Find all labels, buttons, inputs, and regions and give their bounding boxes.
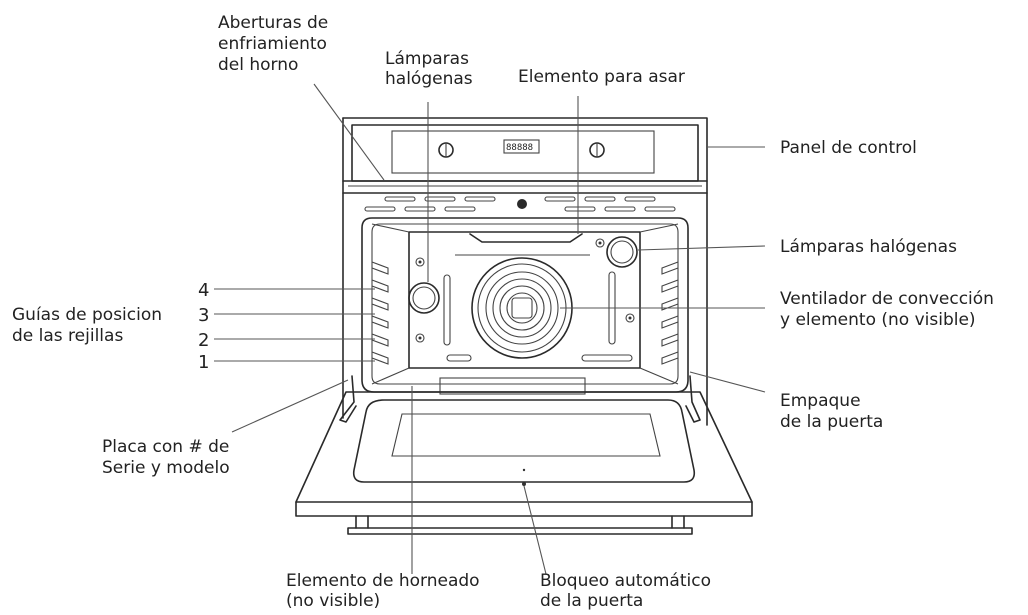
label-bake-line2: (no visible)	[286, 591, 380, 611]
label-door-lock-line1: Bloqueo automático	[540, 571, 711, 591]
rack-position-4: 4	[198, 280, 209, 301]
door-lock	[522, 482, 526, 486]
cavity-screws	[415, 238, 635, 343]
rack-position-2: 2	[198, 330, 209, 351]
label-bake-line1: Elemento de horneado	[286, 571, 480, 591]
oven-door	[295, 391, 753, 517]
label-halogen-right: Lámparas halógenas	[780, 237, 957, 257]
label-gasket-line1: Empaque	[780, 391, 861, 411]
labels: Aberturas de enfriamiento del horno Lámp…	[12, 13, 994, 611]
halogen-lamp-right	[606, 236, 638, 268]
label-rack-guides-line1: Guías de posicion	[12, 305, 162, 325]
control-panel: 88888	[438, 139, 605, 158]
halogen-lamp-left	[408, 282, 440, 314]
right-knob	[589, 142, 605, 158]
label-vents-line3: del horno	[218, 55, 298, 75]
door-latch-hole	[517, 199, 527, 209]
rack-guides-right	[661, 261, 679, 365]
leader-halogen-right	[637, 245, 766, 251]
label-control-panel: Panel de control	[780, 138, 917, 158]
bake-element-cover	[439, 377, 586, 395]
broil-element	[455, 233, 590, 256]
leader-serial-plate	[231, 379, 349, 433]
leader-gasket	[689, 371, 766, 393]
door-hinges	[339, 375, 701, 423]
label-door-lock-line2: de la puerta	[540, 591, 643, 611]
display-readout: 88888	[506, 143, 533, 153]
label-fan-line1: Ventilador de convección	[780, 289, 994, 309]
rack-guides-left	[371, 261, 389, 365]
oven-display	[503, 139, 540, 154]
rack-position-1: 1	[198, 352, 209, 373]
oven-cabinet	[342, 117, 708, 426]
leader-vents	[313, 83, 385, 181]
rack-position-3: 3	[198, 305, 209, 326]
leader-lines	[214, 83, 766, 575]
oven-cavity	[361, 217, 689, 393]
label-serial-plate-line1: Placa con # de	[102, 437, 229, 457]
label-broil: Elemento para asar	[518, 67, 685, 87]
label-gasket-line2: de la puerta	[780, 412, 883, 432]
label-vents-line1: Aberturas de	[218, 13, 328, 33]
oven-base	[347, 515, 693, 535]
label-fan-line2: y elemento (no visible)	[780, 310, 976, 330]
label-rack-guides-line2: de las rejillas	[12, 326, 123, 346]
convection-fan	[471, 257, 573, 359]
label-vents-line2: enfriamiento	[218, 34, 327, 54]
cooling-vents	[364, 196, 676, 212]
label-halogen-top-line2: halógenas	[385, 69, 473, 89]
label-halogen-top-line1: Lámparas	[385, 49, 469, 69]
leader-door-lock	[523, 485, 547, 575]
label-serial-plate-line2: Serie y modelo	[102, 458, 230, 478]
left-knob	[438, 142, 454, 158]
